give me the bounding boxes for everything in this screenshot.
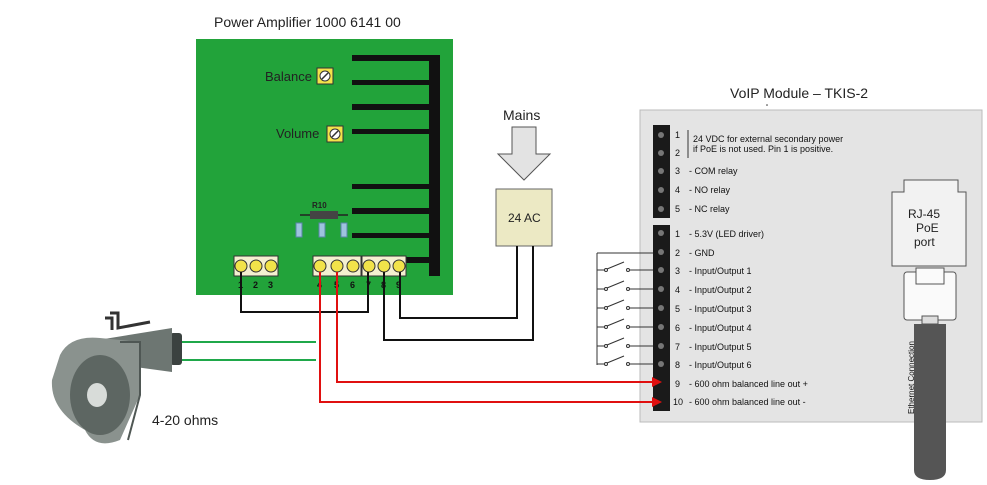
input-switches <box>596 252 653 366</box>
bottom-pin-num: 8 <box>675 360 680 370</box>
volume-pot[interactable] <box>326 125 344 143</box>
terminal-label: 2 <box>253 280 258 290</box>
top-pin-num: 5 <box>675 204 680 214</box>
bottom-pin-text: - Input/Output 4 <box>689 323 752 333</box>
top-pin-num: 4 <box>675 185 680 195</box>
ethernet-cable <box>914 324 946 480</box>
wire-red-line-out-minus <box>319 272 655 403</box>
ethernet-plug <box>903 267 957 325</box>
terminal-label: 6 <box>350 280 355 290</box>
bottom-pin-num: 7 <box>675 342 680 352</box>
ethernet-cable-label: Ethernet Connection <box>907 341 916 414</box>
top-pin-text: - COM relay <box>689 166 738 176</box>
top-pin-num: 2 <box>675 148 680 158</box>
bottom-pin-text: - 5.3V (LED driver) <box>689 229 764 239</box>
terminal-block-left <box>233 255 279 277</box>
bottom-pin-num: 1 <box>675 229 680 239</box>
top-pin-num: 1 <box>675 130 680 140</box>
arrowhead-icon <box>652 397 662 407</box>
arrowhead-icon <box>652 377 662 387</box>
resistor-r10 <box>300 211 348 219</box>
bottom-pin-text: - Input/Output 6 <box>689 360 752 370</box>
wire-black-bridge <box>240 272 369 313</box>
terminal-label: 3 <box>268 280 273 290</box>
bottom-pin-num: 10 <box>673 397 683 407</box>
wire-black-ac-2 <box>383 246 534 341</box>
transformer-label: 24 AC <box>508 211 541 225</box>
bottom-pin-text: - 600 ohm balanced line out - <box>689 397 806 407</box>
bottom-pin-num: 4 <box>675 285 680 295</box>
amplifier-title: Power Amplifier 1000 6141 00 <box>214 14 401 30</box>
terminal-label: 9 <box>396 280 401 290</box>
bottom-pin-num: 9 <box>675 379 680 389</box>
dot-marker <box>766 104 768 106</box>
transformer-box <box>495 188 553 247</box>
top-pin-text: if PoE is not used. Pin 1 is positive. <box>693 144 833 154</box>
bottom-pin-num: 5 <box>675 304 680 314</box>
wire-red-line-out-plus <box>336 272 655 383</box>
bottom-pin-text: - GND <box>689 248 715 258</box>
balance-pot[interactable] <box>316 67 334 85</box>
bottom-pin-text: - Input/Output 2 <box>689 285 752 295</box>
top-pin-text: - NC relay <box>689 204 730 214</box>
bottom-pin-text: - Input/Output 5 <box>689 342 752 352</box>
connector-bottom <box>653 225 670 411</box>
rj45-label-2: PoE <box>916 221 939 235</box>
top-pin-num: 3 <box>675 166 680 176</box>
balance-label: Balance <box>265 69 312 84</box>
resistor-label: R10 <box>312 201 327 210</box>
bottom-pin-text: - 600 ohm balanced line out + <box>689 379 808 389</box>
bottom-pin-num: 2 <box>675 248 680 258</box>
terminal-block-middle <box>312 255 362 277</box>
voip-title: VoIP Module – TKIS-2 <box>730 85 868 101</box>
top-pin-text: 24 VDC for external secondary power <box>693 134 843 144</box>
mains-label: Mains <box>503 107 540 123</box>
bottom-pin-text: - Input/Output 3 <box>689 304 752 314</box>
bottom-pin-num: 3 <box>675 266 680 276</box>
rj45-port[interactable]: RJ-45 PoE port <box>891 179 967 267</box>
wire-black-ac-1 <box>399 246 518 319</box>
speaker-impedance-label: 4-20 ohms <box>152 412 218 428</box>
bottom-pin-text: - Input/Output 1 <box>689 266 752 276</box>
mains-arrow-icon <box>496 126 552 181</box>
rj45-label-3: port <box>914 235 935 249</box>
rj45-label-1: RJ-45 <box>908 207 940 221</box>
horn-speaker-icon <box>51 311 182 444</box>
terminal-block-right <box>361 255 407 277</box>
jumper-blocks <box>295 222 348 238</box>
bottom-pin-num: 6 <box>675 323 680 333</box>
top-pin-text: - NO relay <box>689 185 731 195</box>
volume-label: Volume <box>276 126 319 141</box>
